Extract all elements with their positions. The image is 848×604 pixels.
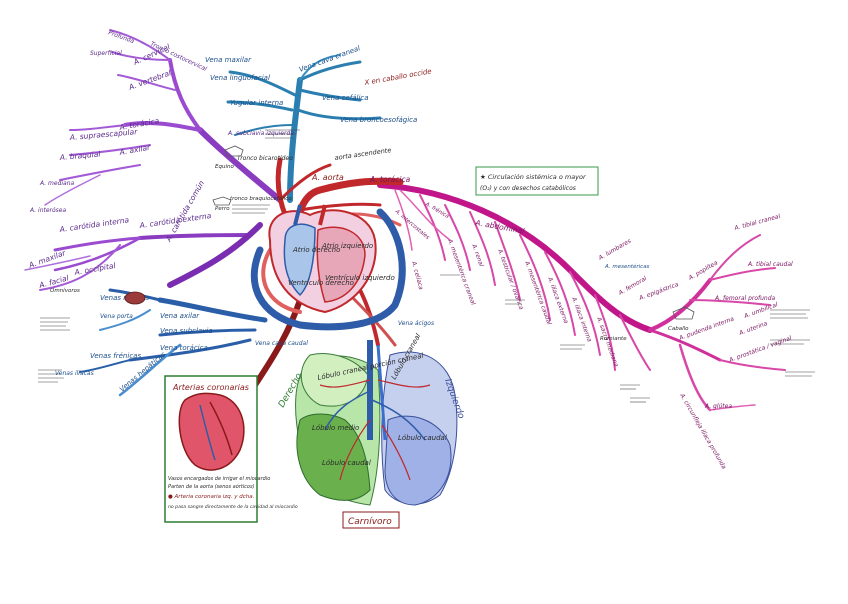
label-caballo: Caballo	[668, 326, 689, 332]
label-carotida-interna: A. carótida interna	[58, 215, 130, 234]
ventriculo-izq-label: Ventrículo izquierdo	[325, 274, 395, 282]
label-perro: Perro	[215, 206, 230, 212]
label-portal: Vena porta	[100, 313, 133, 320]
label-aorta-ascendente: aorta ascendente	[334, 146, 392, 162]
label-tronco-costo: Tronco costocervical	[149, 40, 208, 72]
label-cava-caudal: Vena cava caudal	[255, 340, 308, 347]
label-maxilar: A. maxilar	[27, 248, 68, 270]
lung-label-caudal-der: Lóbulo caudal	[322, 459, 371, 467]
label-iliaca-interna: A. ilíaca interna	[570, 295, 593, 343]
label-uterina: A. uterina	[737, 320, 768, 337]
label-equino: Equino	[215, 164, 234, 170]
dog-icon	[212, 196, 232, 206]
lung-label-caudal-izq: Lóbulo caudal	[398, 434, 447, 442]
label-tronco-bicarotideo: Tronco bicarotídeo	[237, 155, 293, 162]
lungs: Lóbulo craneal porción craneal Lóbulo me…	[277, 332, 466, 529]
label-caballo-occide: X en caballo occide	[363, 67, 432, 87]
label-lumbares: A. lumbares	[597, 238, 633, 263]
coronary-heart-drawing	[178, 392, 245, 471]
vein-branches	[79, 54, 382, 397]
label-femoral-profunda: A. femoral profunda	[714, 295, 776, 302]
purple-branches	[24, 29, 283, 291]
label-omnivoros: Omnívoros	[50, 287, 80, 294]
horse-icon	[224, 145, 244, 157]
label-acigos: Vena ácigos	[398, 320, 434, 327]
label-iliacas: Venas ilíacas	[55, 370, 94, 377]
label-tibial-craneal: A. tibial craneal	[733, 213, 782, 232]
label-celiaca: A. celíaca	[410, 260, 425, 291]
legend-line-2: (O₂) y con desechos catabólicos	[480, 185, 576, 192]
label-renal: A. renal	[470, 242, 485, 268]
head-labels: A. carótida común A. carótida interna A.…	[27, 29, 213, 290]
label-yugular: Yugular interna	[230, 99, 283, 107]
carnivoro-label: Carnívoro	[348, 517, 392, 527]
label-aorta-toracica: A. torácica	[369, 175, 411, 184]
label-testicular: A. testicular / ovárica	[496, 247, 525, 311]
coronary-note-3: ● Arteria coronaria izq. y dcha.	[168, 494, 255, 500]
label-tibial-caudal: A. tibial caudal	[747, 261, 793, 268]
label-profunda: Profunda	[107, 29, 135, 45]
atrio-izq-label: Atrio izquierdo	[321, 242, 373, 250]
label-vena-cefalica: Vena cefálica	[322, 94, 369, 102]
label-mediano: A. mediana	[39, 180, 75, 187]
legend-line-1: ★ Circulación sistémica o mayor	[480, 173, 587, 181]
legend-box: ★ Circulación sistémica o mayor (O₂) y c…	[475, 166, 599, 196]
horse-icon-2	[672, 306, 695, 320]
atrio-der-label: Atrio derecho	[292, 246, 340, 254]
coronary-note-2: Parten de la aorta (senos aórticos)	[168, 483, 255, 490]
coronary-title: Arterias coronarias	[172, 383, 249, 392]
coronary-box: Arterias coronarias Vasos encargados de …	[164, 375, 298, 523]
label-glutea: A. glútea	[704, 403, 732, 410]
label-superficial: Superficial	[90, 50, 122, 57]
label-vena-axilar: Vena axilar	[160, 312, 200, 320]
label-mesenterica-caudal: A. mesentérica caudal	[523, 259, 553, 326]
lung-label-medio: Lóbulo medio	[312, 424, 359, 432]
label-vena-subclavia: Vena subclavia	[160, 327, 213, 335]
left-ventricle	[316, 226, 366, 303]
label-vena-maxilar: Vena maxilar	[205, 56, 252, 64]
label-tronco-braquio: tronco braquiocefálico	[230, 195, 292, 202]
label-vena-frenicas: Venas frénicas	[90, 352, 141, 360]
ventriculo-der-label: Ventrículo derecho	[288, 279, 354, 287]
label-braquial: A. braquial	[58, 149, 101, 162]
label-interosea: A. interósea	[29, 207, 66, 214]
liver-icon	[124, 291, 146, 305]
misc-labels: Omnívoros Equino Caballo Perro Rumiante	[50, 145, 695, 342]
label-subclavia-izq: A. subclavia izquierda	[227, 130, 294, 137]
label-vena-linguofacial: Vena linguofacial	[210, 74, 270, 82]
label-prostatica: A. prostática / vaginal	[727, 335, 792, 365]
label-broncoesofagica: Vena broncoesofágica	[340, 116, 417, 124]
right-ventricle	[283, 223, 316, 297]
lung-left-caudal	[384, 415, 452, 506]
label-mesentericas: A. mesentéricas	[604, 263, 650, 270]
coronary-note-4: no pasa sangre directamente de la cavida…	[168, 504, 298, 510]
coronary-note-1: Vasos encargados de irrigar el miocardio	[168, 476, 270, 482]
abdominal-branches	[377, 182, 786, 412]
decorative-notes	[38, 129, 815, 403]
label-rumiante: Rumiante	[600, 336, 627, 342]
heart: Atrio derecho Atrio izquierdo Ventrículo…	[268, 204, 395, 314]
label-axilar: A. axilar	[118, 143, 152, 158]
label-vena-toracica: Vena torácica	[160, 344, 208, 352]
label-aorta: A. aorta	[311, 173, 344, 182]
label-epigastrica: A. epigástrica	[637, 281, 679, 302]
